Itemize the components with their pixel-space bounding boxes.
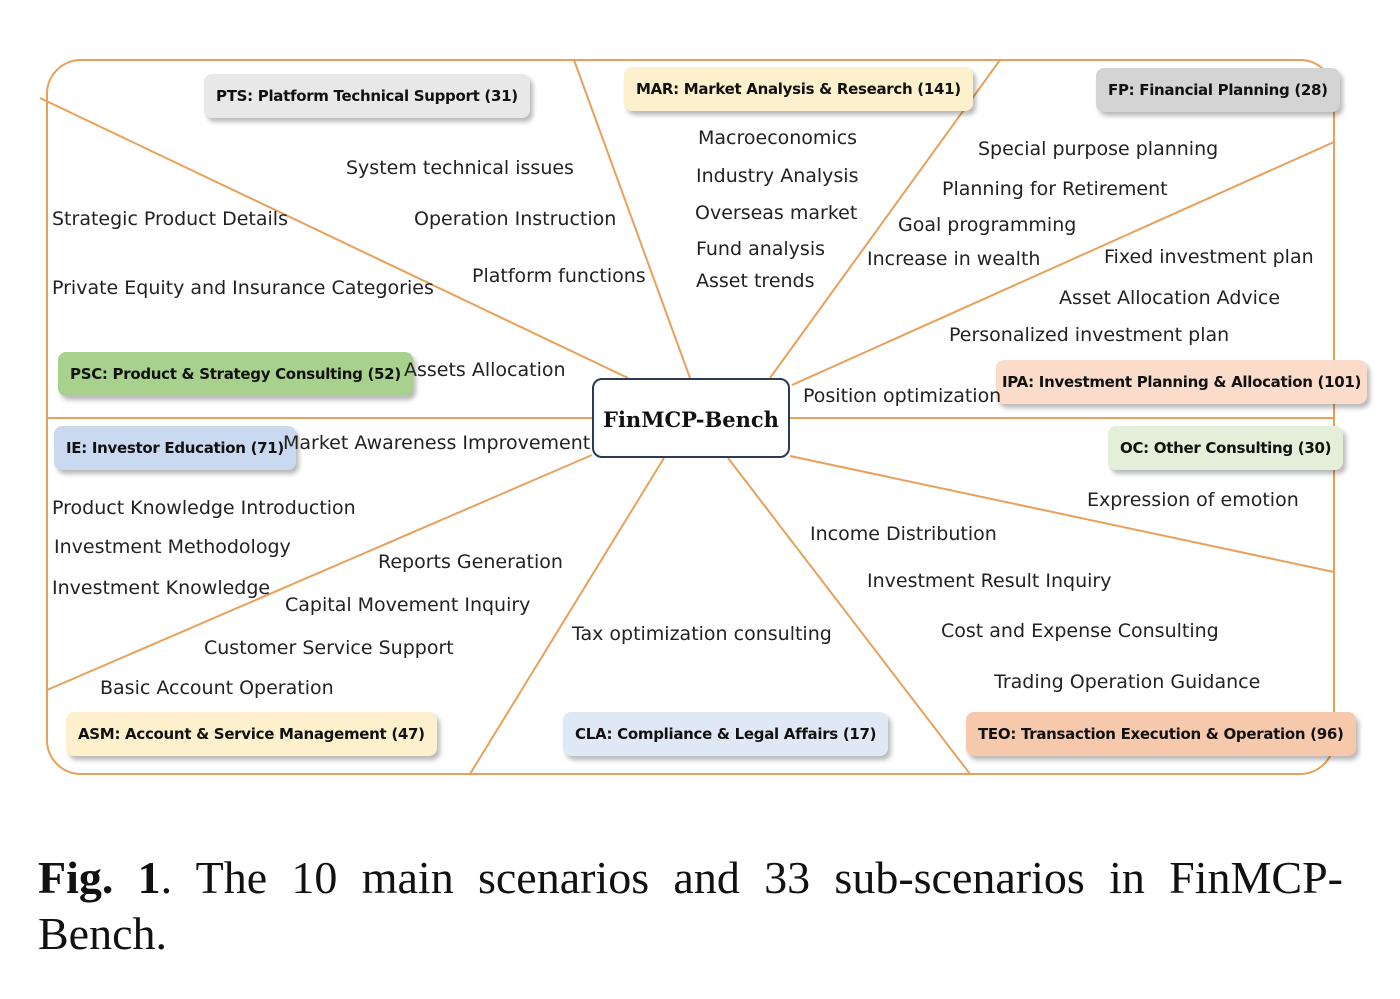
divider-line [39,97,629,379]
sub-label: Basic Account Operation [100,677,334,699]
scenario-tag-oc: OC: Other Consulting (30) [1108,426,1344,470]
sub-label: Macroeconomics [698,127,858,149]
sub-label: Market Awareness Improvement [283,432,591,454]
sub-label: Private Equity and Insurance Categories [52,277,434,299]
scenario-tag-pts: PTS: Platform Technical Support (31) [204,74,530,118]
divider-line [791,141,1335,386]
scenario-tag-cla: CLA: Compliance & Legal Affairs (17) [563,712,889,756]
sub-label: Trading Operation Guidance [994,671,1261,693]
scenario-tag-mar: MAR: Market Analysis & Research (141) [624,67,973,111]
scenario-diagram: PTS: Platform Technical Support (31) MAR… [39,59,1368,775]
divider-line [46,454,593,691]
sub-label: Expression of emotion [1087,489,1299,511]
sub-label: Operation Instruction [414,208,617,230]
divider-line [573,59,691,379]
scenario-tag-psc: PSC: Product & Strategy Consulting (52) [58,352,413,396]
sub-label: Cost and Expense Consulting [941,620,1219,642]
divider-line [789,455,1335,573]
scenario-tag-asm: ASM: Account & Service Management (47) [66,712,437,756]
sub-label: Strategic Product Details [52,208,288,230]
sub-label: Fund analysis [696,238,826,260]
scenario-tag-teo: TEO: Transaction Execution & Operation (… [966,712,1356,756]
divider-line [727,457,971,775]
sub-label: Product Knowledge Introduction [52,497,356,519]
sub-label: Investment Result Inquiry [867,570,1112,592]
sub-label: Platform functions [472,265,646,287]
sub-label: Capital Movement Inquiry [285,594,531,616]
sub-label: Overseas market [695,202,858,224]
sub-label: Increase in wealth [867,248,1041,270]
scenario-tag-fp: FP: Financial Planning (28) [1096,68,1340,112]
scenario-tag-ipa: IPA: Investment Planning & Allocation (1… [996,360,1368,404]
sub-label: Income Distribution [810,523,997,545]
figure-caption: Fig. 1. The 10 main scenarios and 33 sub… [38,850,1343,962]
divider-line [769,59,1001,379]
center-node: FinMCP-Bench [592,378,790,458]
figure-label: Fig. 1 [38,852,161,903]
sub-label: Special purpose planning [978,138,1219,160]
sub-label: Investment Knowledge [52,577,271,599]
diagram-lines [39,59,1335,775]
sub-label: System technical issues [346,157,574,179]
sub-label: Fixed investment plan [1104,246,1314,268]
sub-label: Goal programming [898,214,1077,236]
sub-label: Position optimization [803,385,1002,407]
sub-label: Tax optimization consulting [572,623,832,645]
caption-text: . The 10 main scenarios and 33 sub-scena… [38,852,1343,959]
sub-label: Customer Service Support [204,637,454,659]
scenario-tag-ie: IE: Investor Education (71) [54,426,296,470]
sub-label: Personalized investment plan [949,324,1230,346]
sub-label: Reports Generation [378,551,563,573]
sub-label: Assets Allocation [404,359,566,381]
sub-label: Industry Analysis [696,165,859,187]
sub-label: Asset Allocation Advice [1059,287,1281,309]
sub-label: Planning for Retirement [942,178,1168,200]
divider-line [469,457,665,775]
sub-label: Asset trends [696,270,815,292]
sub-label: Investment Methodology [54,536,291,558]
